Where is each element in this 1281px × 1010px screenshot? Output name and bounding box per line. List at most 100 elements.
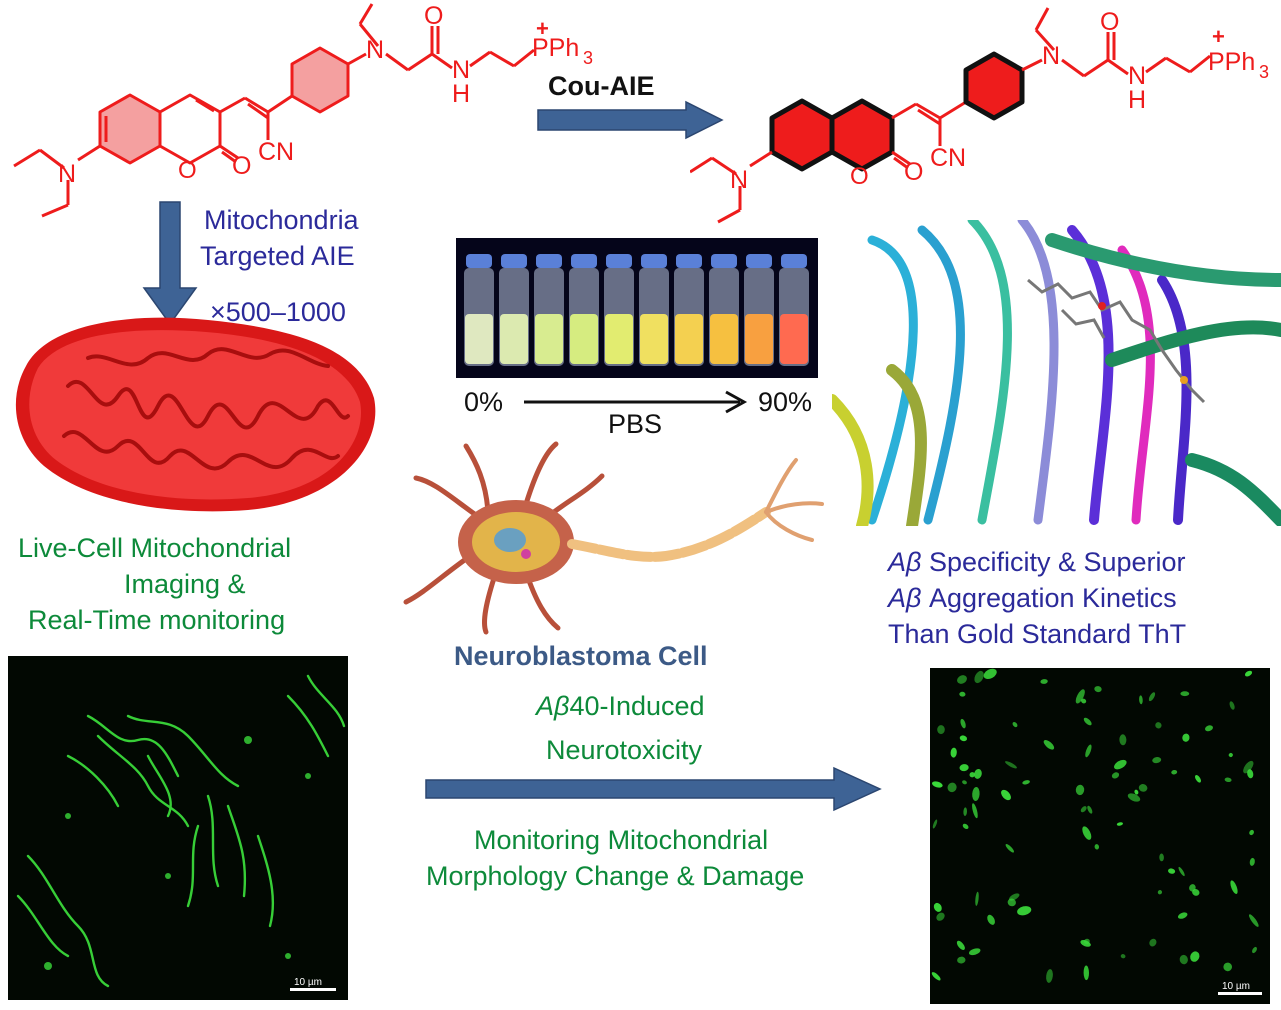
mito-fragment [1120,954,1126,959]
svg-text:O: O [850,163,869,190]
down-arrow-left [142,201,198,326]
live-cell-line2: Imaging & [124,569,246,599]
specificity-line1: Aβ Specificity & Superior [888,547,1186,577]
mito-fragment [1043,740,1055,750]
mito-fragment [987,914,995,925]
mito-fragment [960,718,966,729]
mito-fragment [1111,772,1120,779]
svg-text:H: H [452,80,470,108]
specificity-line3: Than Gold Standard ThT [888,619,1187,649]
svg-text:CN: CN [930,144,966,172]
svg-text:CN: CN [258,138,294,166]
mito-targeted-line1: Mitochondria [204,205,359,235]
monitoring-line2: Morphology Change & Damage [426,861,805,891]
molecule-right: N O O CN N O N H PPh 3 + [690,7,1269,224]
mito-fragment [1085,744,1092,758]
micrograph-left-svg: 10 µm [16,674,346,991]
svg-text:N: N [366,36,384,64]
mito-fragment [932,819,938,829]
mito-fragment [1177,912,1188,919]
mito-fragment [1249,857,1255,866]
svg-text:N: N [1128,62,1146,90]
abeta40-line2: Neurotoxicity [546,735,703,765]
vial [534,254,564,366]
mito-fragment [931,781,943,788]
mitochondrion-illustration [15,317,376,512]
mito-fragment [1139,695,1143,705]
vials-photo [456,238,818,378]
mito-fragment [1180,691,1190,697]
svg-text:O: O [178,157,197,184]
mito-fragment [972,803,978,819]
vial [604,254,634,366]
amyloid-beta-structure [832,220,1281,526]
mito-fragment [1205,725,1213,732]
mito-fragment [1178,866,1185,877]
mito-fragment [1001,789,1011,801]
mito-fragment [1022,780,1030,785]
vial [674,254,704,366]
mito-fragment [959,691,966,697]
mito-fragment [956,940,965,950]
mito-fragment [962,780,967,785]
vial [569,254,599,366]
monitoring-line1: Monitoring Mitochondrial [474,825,769,855]
vial [639,254,669,366]
mito-fragment [1127,793,1141,802]
mito-fragment [1244,670,1253,677]
mito-fragment [1223,962,1232,972]
mito-fragment [1075,689,1085,704]
fold-increase-label: ×500–1000 [210,297,346,327]
svg-text:N: N [1042,42,1060,70]
mito-fragment [1083,965,1090,981]
svg-text:3: 3 [583,48,593,68]
mito-fragment [1005,844,1015,853]
mito-fragment [1249,829,1254,836]
abeta40-line1: Aβ40-Induced [536,691,705,721]
benzo-ring-left [98,93,162,165]
mito-fragment [1148,692,1156,702]
pbs-label: PBS [608,409,663,439]
mito-fragment [968,948,981,956]
center-arrow [425,766,882,812]
phenyl-ring-left [290,46,350,114]
vials-end-label: 90% [758,387,813,417]
mito-fragment [969,772,975,778]
mito-fragment [983,668,997,680]
mito-fragment [1168,868,1176,874]
mito-fragment [1134,789,1139,795]
mito-fragment [1247,769,1254,779]
vials-svg [464,254,809,366]
mito-fragment [957,956,966,964]
scale-bar-right-label: 10 µm [1222,981,1250,992]
pbs-gradient-arrow [524,390,748,414]
mito-fragment [1094,686,1102,693]
mito-fragment [1149,938,1157,947]
mito-fragment [1138,784,1148,792]
mito-fragment [1080,940,1091,947]
mito-targeted-line2: Targeted AIE [200,241,355,271]
svg-text:PPh: PPh [532,34,579,62]
svg-text:O: O [1100,8,1119,36]
mito-fragment [1152,757,1162,764]
scale-bar-left-label: 10 µm [294,977,322,988]
svg-text:3: 3 [1259,62,1269,82]
pyranone-ring-right [829,98,895,172]
mito-fragment [1248,914,1259,927]
mito-fragment [1040,679,1048,684]
top-arrow [537,100,724,140]
vial [709,254,739,366]
a-beta-symbol: Aβ [888,547,922,577]
mito-fragment [1224,777,1232,783]
mito-fragment [1194,775,1202,783]
mito-fragment [936,912,945,921]
mito-fragment [1159,853,1164,862]
mito-fragment [957,675,967,684]
mito-fragment [1182,733,1190,742]
molecule-left: N O O CN N O N H PPh 3 + [13,2,593,218]
specificity-line2: Aβ Aggregation Kinetics [888,583,1177,613]
vial [744,254,774,366]
svg-text:PPh: PPh [1208,48,1255,76]
live-cell-line1: Live-Cell Mitochondrial [18,533,292,563]
micrograph-right-svg: 10 µm [931,668,1262,995]
